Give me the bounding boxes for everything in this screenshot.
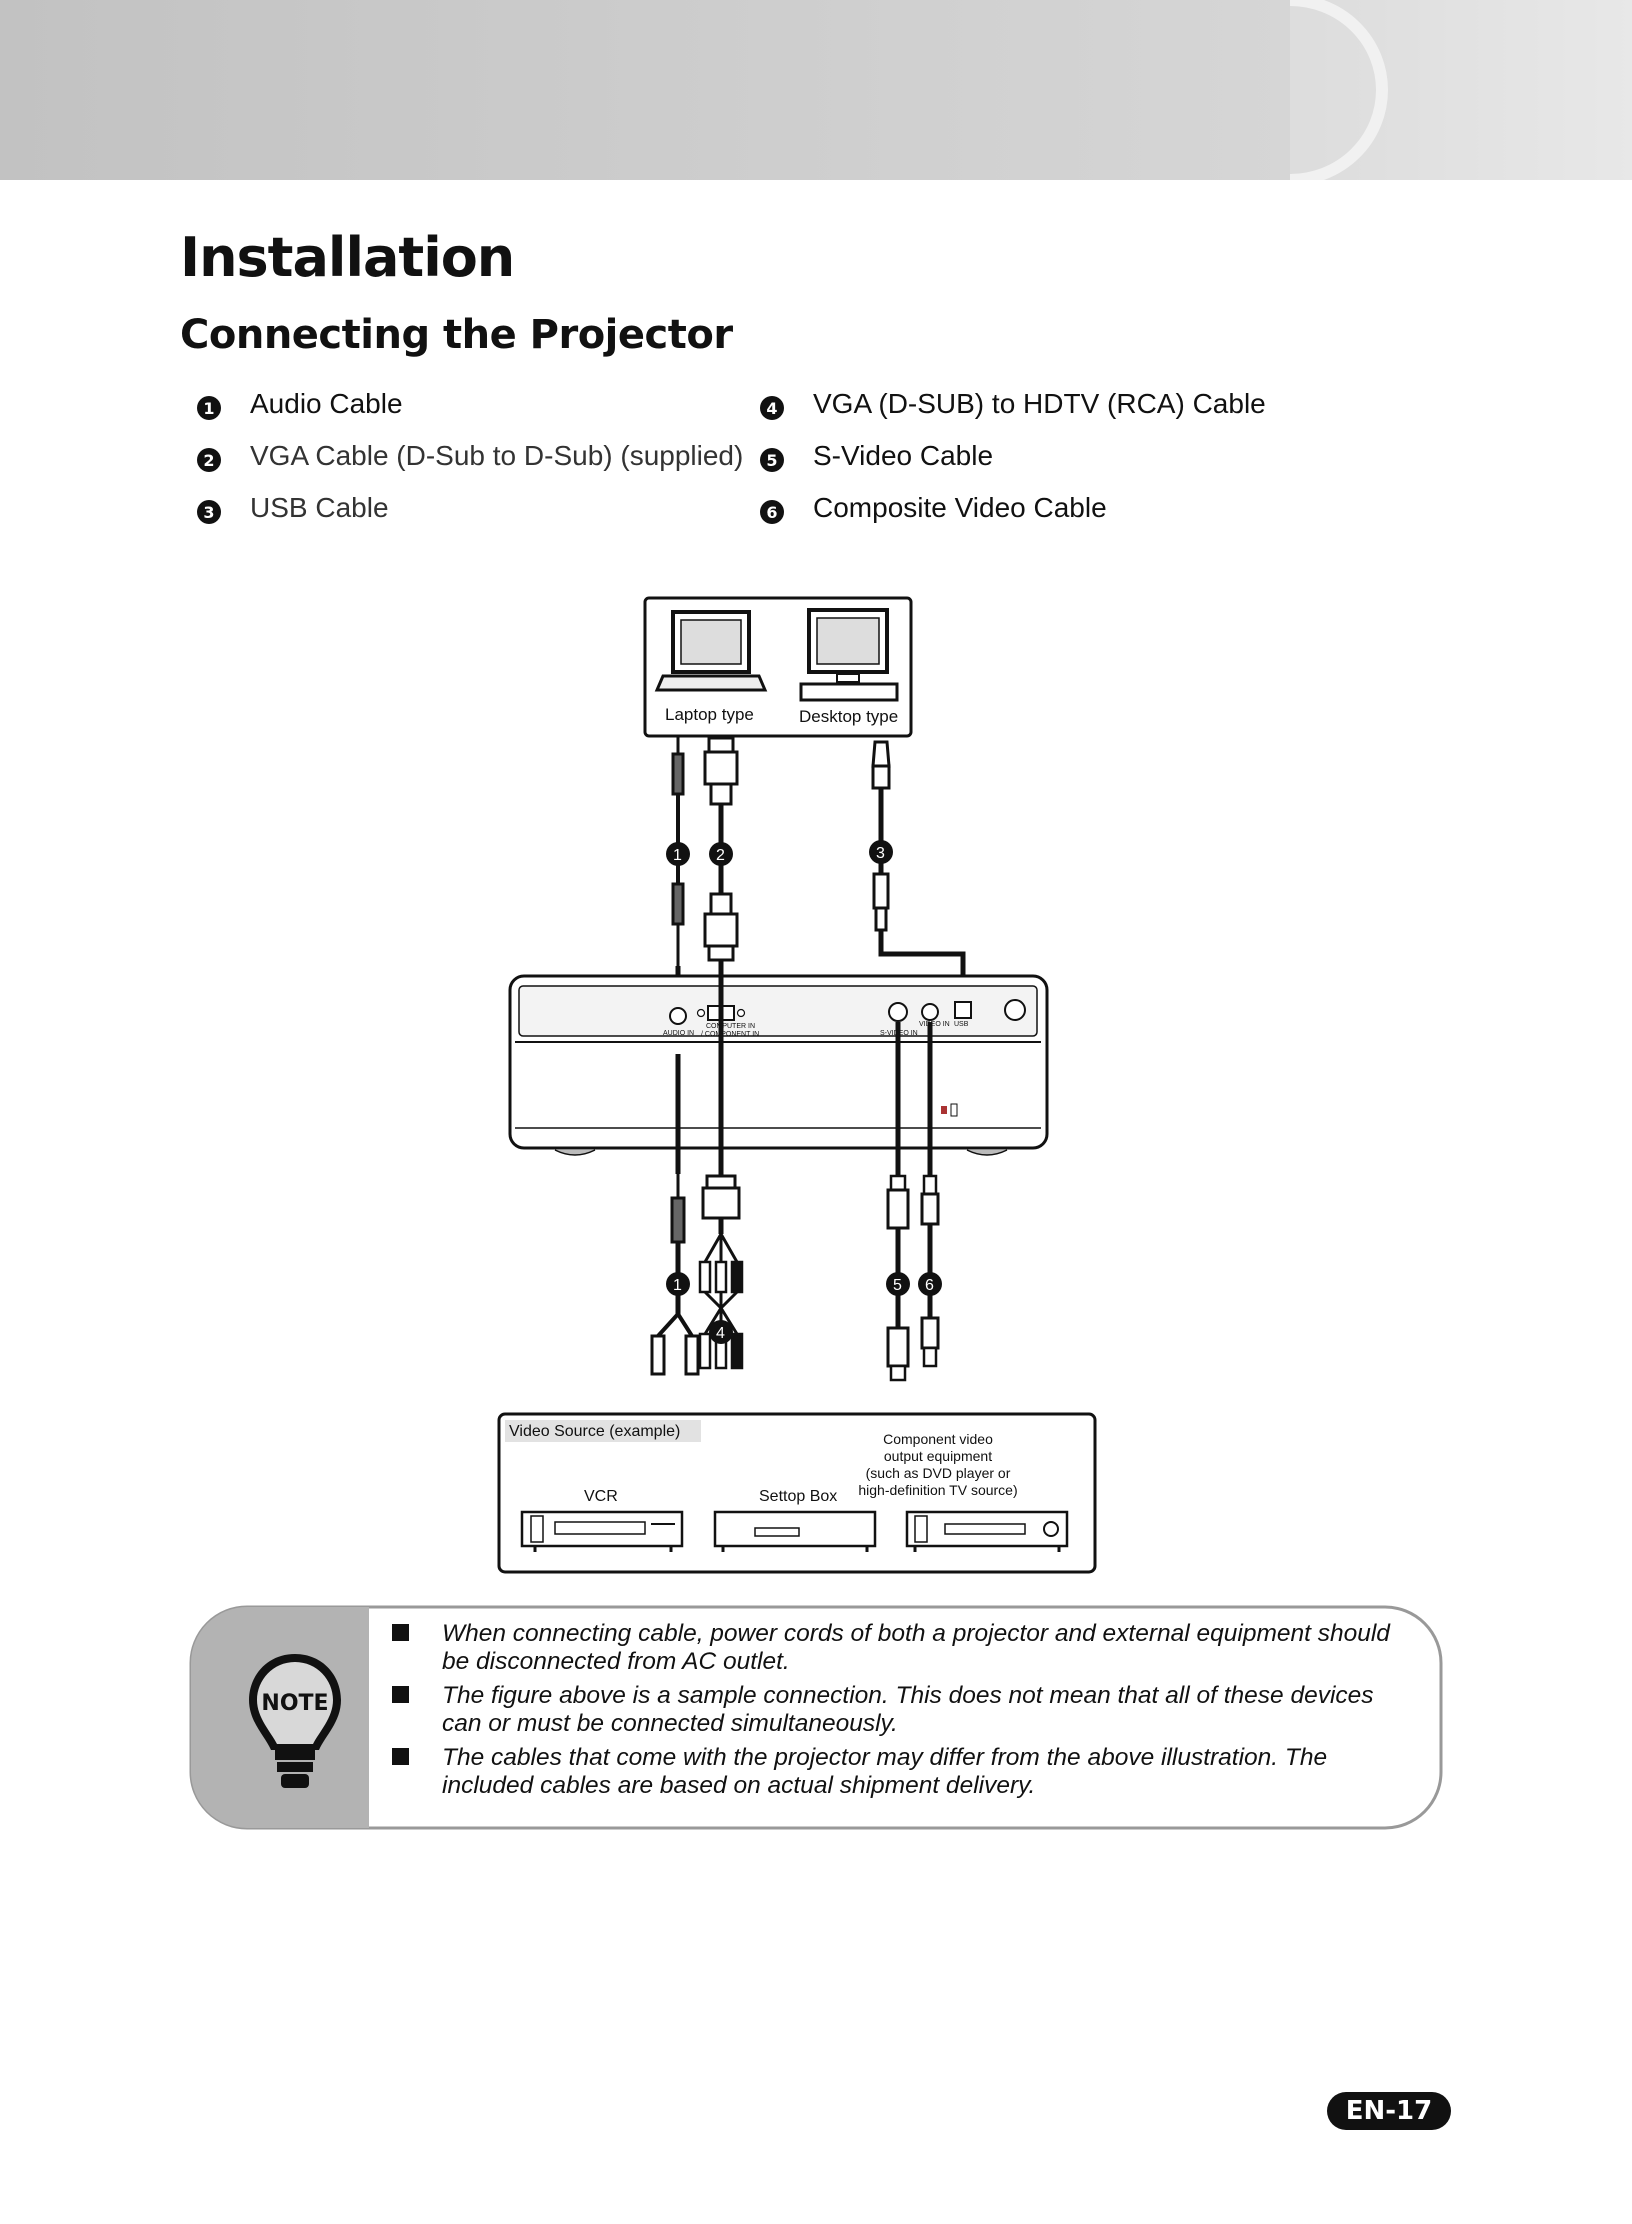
cable-label: Composite Video Cable [813, 492, 1107, 523]
note-list: When connecting cable, power cords of bo… [392, 1620, 1422, 1806]
cable-label: S-Video Cable [813, 440, 994, 471]
vcr-label: VCR [584, 1488, 618, 1505]
marker-1-lower-label: 1 [673, 1277, 682, 1294]
page-number-badge: EN-17 [1327, 2092, 1451, 2130]
component-line-3: (such as DVD player or [866, 1465, 1011, 1481]
cable-label: USB Cable [250, 492, 389, 523]
marker-5 [886, 1272, 910, 1296]
cable-item-5: 5 S-Video Cable [760, 436, 993, 476]
note-text-line-1: The figure above is a sample connection.… [442, 1682, 1374, 1709]
video-in-label: VIDEO IN [919, 1021, 950, 1028]
settop-box-icon [713, 1510, 877, 1552]
laptop-icon [654, 610, 768, 692]
note-text-line-2: be disconnected from AC outlet. [442, 1648, 790, 1675]
cable-item-2: 2 VGA Cable (D-Sub to D-Sub) (supplied) [197, 436, 743, 476]
marker-3 [869, 840, 893, 864]
page-title: Installation [180, 226, 515, 289]
square-bullet-icon [392, 1624, 409, 1641]
vcr-icon [520, 1510, 684, 1552]
cable-number-badge: 2 [197, 448, 221, 472]
settop-label: Settop Box [759, 1488, 837, 1505]
cable-number-badge: 1 [197, 396, 221, 420]
note-label: NOTE [261, 1691, 328, 1716]
audio-in-port [669, 1007, 687, 1025]
desktop-icon [799, 608, 899, 702]
component-line-1: Component video [883, 1431, 993, 1447]
marker-3-label: 3 [876, 845, 885, 862]
cable-item-6: 6 Composite Video Cable [760, 488, 1107, 528]
cable-number-badge: 4 [760, 396, 784, 420]
vga-cable-upper [703, 736, 739, 962]
svideo-in-port [888, 1002, 908, 1022]
cable-number-badge: 6 [760, 500, 784, 524]
marker-2 [709, 842, 733, 866]
marker-4 [709, 1320, 733, 1344]
note-item: The cables that come with the projector … [392, 1744, 1422, 1800]
audio-in-label: AUDIO IN [663, 1030, 694, 1037]
marker-6 [918, 1272, 942, 1296]
video-source-title: Video Source (example) [509, 1423, 680, 1440]
note-text-line-2: included cables are based on actual ship… [442, 1772, 1036, 1799]
note-text-line-2: can or must be connected simultaneously. [442, 1710, 898, 1737]
note-item: The figure above is a sample connection.… [392, 1682, 1422, 1738]
cable-label: VGA Cable (D-Sub to D-Sub) (supplied) [250, 440, 744, 471]
connection-diagram: Laptop type Desktop type [497, 596, 1097, 1574]
cable-number-badge: 5 [760, 448, 784, 472]
cable-label: VGA (D-SUB) to HDTV (RCA) Cable [813, 388, 1266, 419]
marker-1-upper [666, 842, 690, 866]
section-title: Connecting the Projector [180, 312, 733, 358]
component-device-icon [905, 1510, 1069, 1552]
square-bullet-icon [392, 1686, 409, 1703]
component-line-4: high-definition TV source) [858, 1482, 1017, 1498]
usb-cable [871, 740, 966, 998]
component-line-2: output equipment [884, 1448, 992, 1464]
note-bulb-icon: NOTE [249, 1654, 341, 1788]
cable-item-3: 3 USB Cable [197, 488, 389, 528]
marker-6-label: 6 [925, 1277, 934, 1294]
projector: AUDIO IN COMPUTER IN / COMPONENT IN S-VI… [508, 974, 1049, 1156]
usb-label: USB [954, 1021, 969, 1028]
desktop-type-label: Desktop type [799, 707, 898, 726]
header-band [0, 0, 1632, 185]
marker-4-label: 4 [716, 1325, 725, 1342]
square-bullet-icon [392, 1748, 409, 1765]
cable-label: Audio Cable [250, 388, 403, 419]
cable-item-4: 4 VGA (D-SUB) to HDTV (RCA) Cable [760, 384, 1266, 424]
usb-port [954, 1001, 972, 1019]
computer-in-label: COMPUTER IN [706, 1023, 755, 1030]
note-text-line-1: When connecting cable, power cords of bo… [442, 1620, 1390, 1647]
laptop-type-label: Laptop type [665, 705, 754, 724]
marker-2-label: 2 [716, 847, 725, 864]
marker-1-lower [666, 1272, 690, 1296]
note-item: When connecting cable, power cords of bo… [392, 1620, 1422, 1676]
cable-number-badge: 3 [197, 500, 221, 524]
marker-1-label: 1 [673, 847, 682, 864]
cable-item-1: 1 Audio Cable [197, 384, 403, 424]
component-in-label: / COMPONENT IN [701, 1031, 759, 1038]
marker-5-label: 5 [893, 1277, 902, 1294]
lower-cables [650, 960, 940, 1382]
note-text-line-1: The cables that come with the projector … [442, 1744, 1328, 1771]
video-in-port [921, 1003, 939, 1021]
